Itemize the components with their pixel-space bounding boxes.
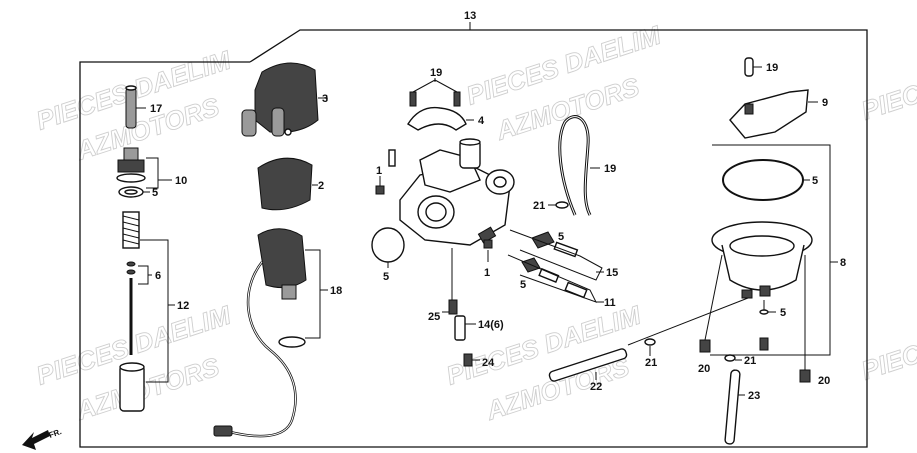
callout-19: 19 [430,67,442,79]
float-assembly [729,57,818,139]
callout-18: 19 [766,62,778,74]
carburetor-body [371,78,515,310]
callout-10: 11 [604,297,616,309]
callout-5: 5 [152,187,158,199]
bowl-drain-hose [724,354,745,445]
float-bowl [699,144,838,383]
callout-5: 5 [812,175,818,187]
callout-21: 21 [533,200,545,212]
front-direction-arrow: FR. [22,427,63,450]
auto-choke [213,228,328,438]
carb-top-cap [241,62,328,137]
callout-4: 4 [478,115,485,127]
callout-17: 19 [604,163,616,175]
callout-5: 5 [520,279,526,291]
needle-stack [116,85,175,412]
carb-cover [257,157,318,211]
callout-6: 6 [155,270,161,282]
callout-5: 5 [383,271,389,283]
callout-8: 10 [175,175,187,187]
callout-21: 21 [744,355,756,367]
callout-3: 3 [322,93,328,105]
callout-22: 22 [590,381,602,393]
callout-20: 20 [698,363,710,375]
callout-1: 1 [376,165,382,177]
main-jet-stack [442,299,480,367]
callout-21: 21 [645,357,657,369]
callout-15: 17 [150,103,162,115]
vent-tube [548,115,600,216]
callout-14: 14(6) [478,319,504,331]
callout-25: 25 [428,311,440,323]
callout-16: 18 [330,285,342,297]
callout-13: 13 [464,10,476,22]
callout-1: 1 [484,267,490,279]
callout-20: 20 [818,375,830,387]
callout-11: 12 [177,300,189,312]
callout-9: 8 [840,257,846,269]
callout-2: 2 [318,180,324,192]
callout-7: 9 [822,97,828,109]
callout-23: 23 [748,390,760,402]
callout-24: 24 [482,357,495,369]
pilot-screws [507,229,604,303]
callout-5: 5 [558,231,564,243]
callout-12: 15 [606,267,618,279]
callout-5: 5 [780,307,786,319]
front-marker-label: FR. [48,427,63,440]
assembly-frame [79,29,868,448]
drain-tube [548,297,749,382]
